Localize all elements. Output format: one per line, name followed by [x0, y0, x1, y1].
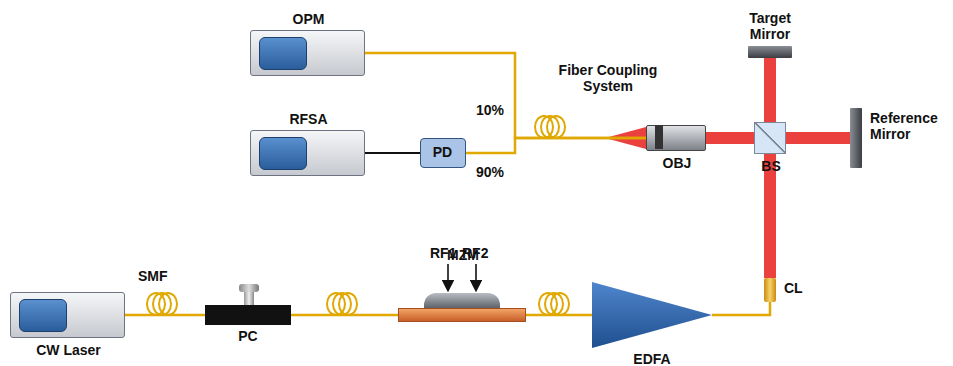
optical-fiber — [526, 314, 592, 317]
node-label: Target Mirror — [735, 10, 805, 42]
fiber-coil — [539, 293, 569, 315]
mirror: Reference Mirror — [850, 108, 862, 168]
rf-arrow — [447, 264, 449, 286]
node-label: OBJ — [663, 155, 692, 171]
part-label: RF1 — [430, 245, 456, 261]
node-label: RFSA — [289, 111, 327, 127]
instrument-box: CW Laser — [10, 292, 125, 338]
polarization-controller: PC — [205, 305, 291, 325]
objective-lens: OBJ — [646, 125, 706, 151]
instrument-box: OPM — [250, 30, 365, 76]
node-label: CW Laser — [36, 342, 101, 358]
instrument-box: RFSA — [250, 130, 365, 176]
laser-beam — [706, 132, 754, 144]
mirror: Target Mirror — [748, 46, 792, 58]
node-label: OPM — [293, 11, 325, 27]
amplifier-shape — [592, 282, 712, 348]
beam-splitter: BS — [754, 122, 786, 154]
collimator-lens: CL — [764, 278, 776, 302]
laser-beam — [764, 58, 776, 122]
fiber-coil — [327, 293, 357, 315]
optical-fiber — [712, 302, 770, 315]
photodetector-box: PD — [420, 138, 466, 168]
rf-arrow — [475, 264, 477, 286]
node-label: Reference Mirror — [870, 110, 950, 142]
optical-fiber — [291, 314, 398, 317]
part-label: SMF — [138, 268, 168, 284]
fiber-coil — [147, 293, 177, 315]
rf-cable — [365, 152, 420, 154]
optical-fiber — [125, 314, 205, 317]
optical-fiber — [466, 138, 646, 153]
laser-beam — [786, 132, 850, 144]
split-ratio: 90% — [474, 164, 506, 180]
part-label: Fiber Coupling System — [548, 62, 668, 94]
node-label: PC — [238, 328, 257, 344]
fiber-coil — [535, 116, 565, 138]
modulator: MZM — [398, 308, 526, 322]
node-label: EDFA — [633, 351, 670, 366]
node-label: PD — [433, 144, 452, 160]
split-ratio: 10% — [474, 102, 506, 118]
node-label: CL — [784, 280, 803, 296]
node-label: BS — [761, 158, 780, 174]
part-label: RF2 — [462, 245, 488, 261]
amplifier-triangle: EDFA — [592, 282, 712, 348]
